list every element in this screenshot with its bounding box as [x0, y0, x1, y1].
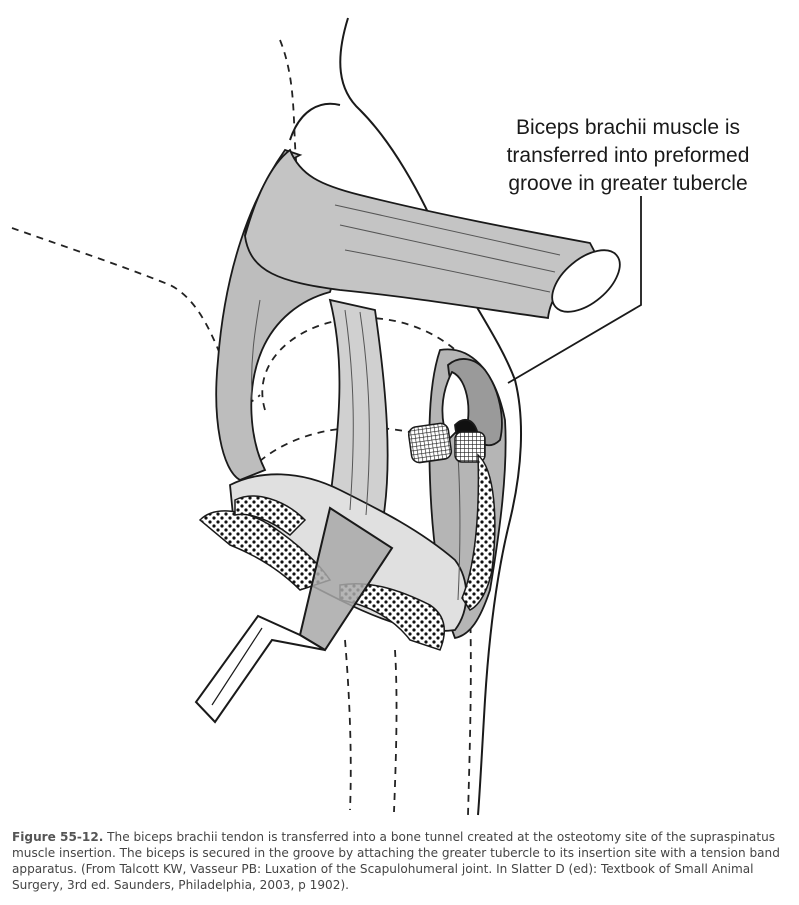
callout-line-1: Biceps brachii muscle is: [515, 116, 741, 139]
limb-outline: [289, 17, 523, 816]
surgical-illustration: [11, 17, 642, 816]
callout-line-2: transferred into preformed: [506, 144, 750, 167]
retractor-instrument: [194, 506, 394, 724]
figure-caption: Figure 55-12. The biceps brachii tendon …: [12, 829, 792, 893]
stippled-edges: [198, 453, 496, 651]
figure-number: Figure 55-12.: [12, 830, 104, 844]
callout-leader: [507, 196, 642, 384]
greater-tubercle: [441, 358, 503, 452]
caption-text: The biceps brachii tendon is transferred…: [12, 830, 780, 892]
callout-line-3: groove in greater tubercle: [508, 172, 748, 195]
callout-label: Biceps brachii muscle is transferred int…: [478, 114, 778, 198]
